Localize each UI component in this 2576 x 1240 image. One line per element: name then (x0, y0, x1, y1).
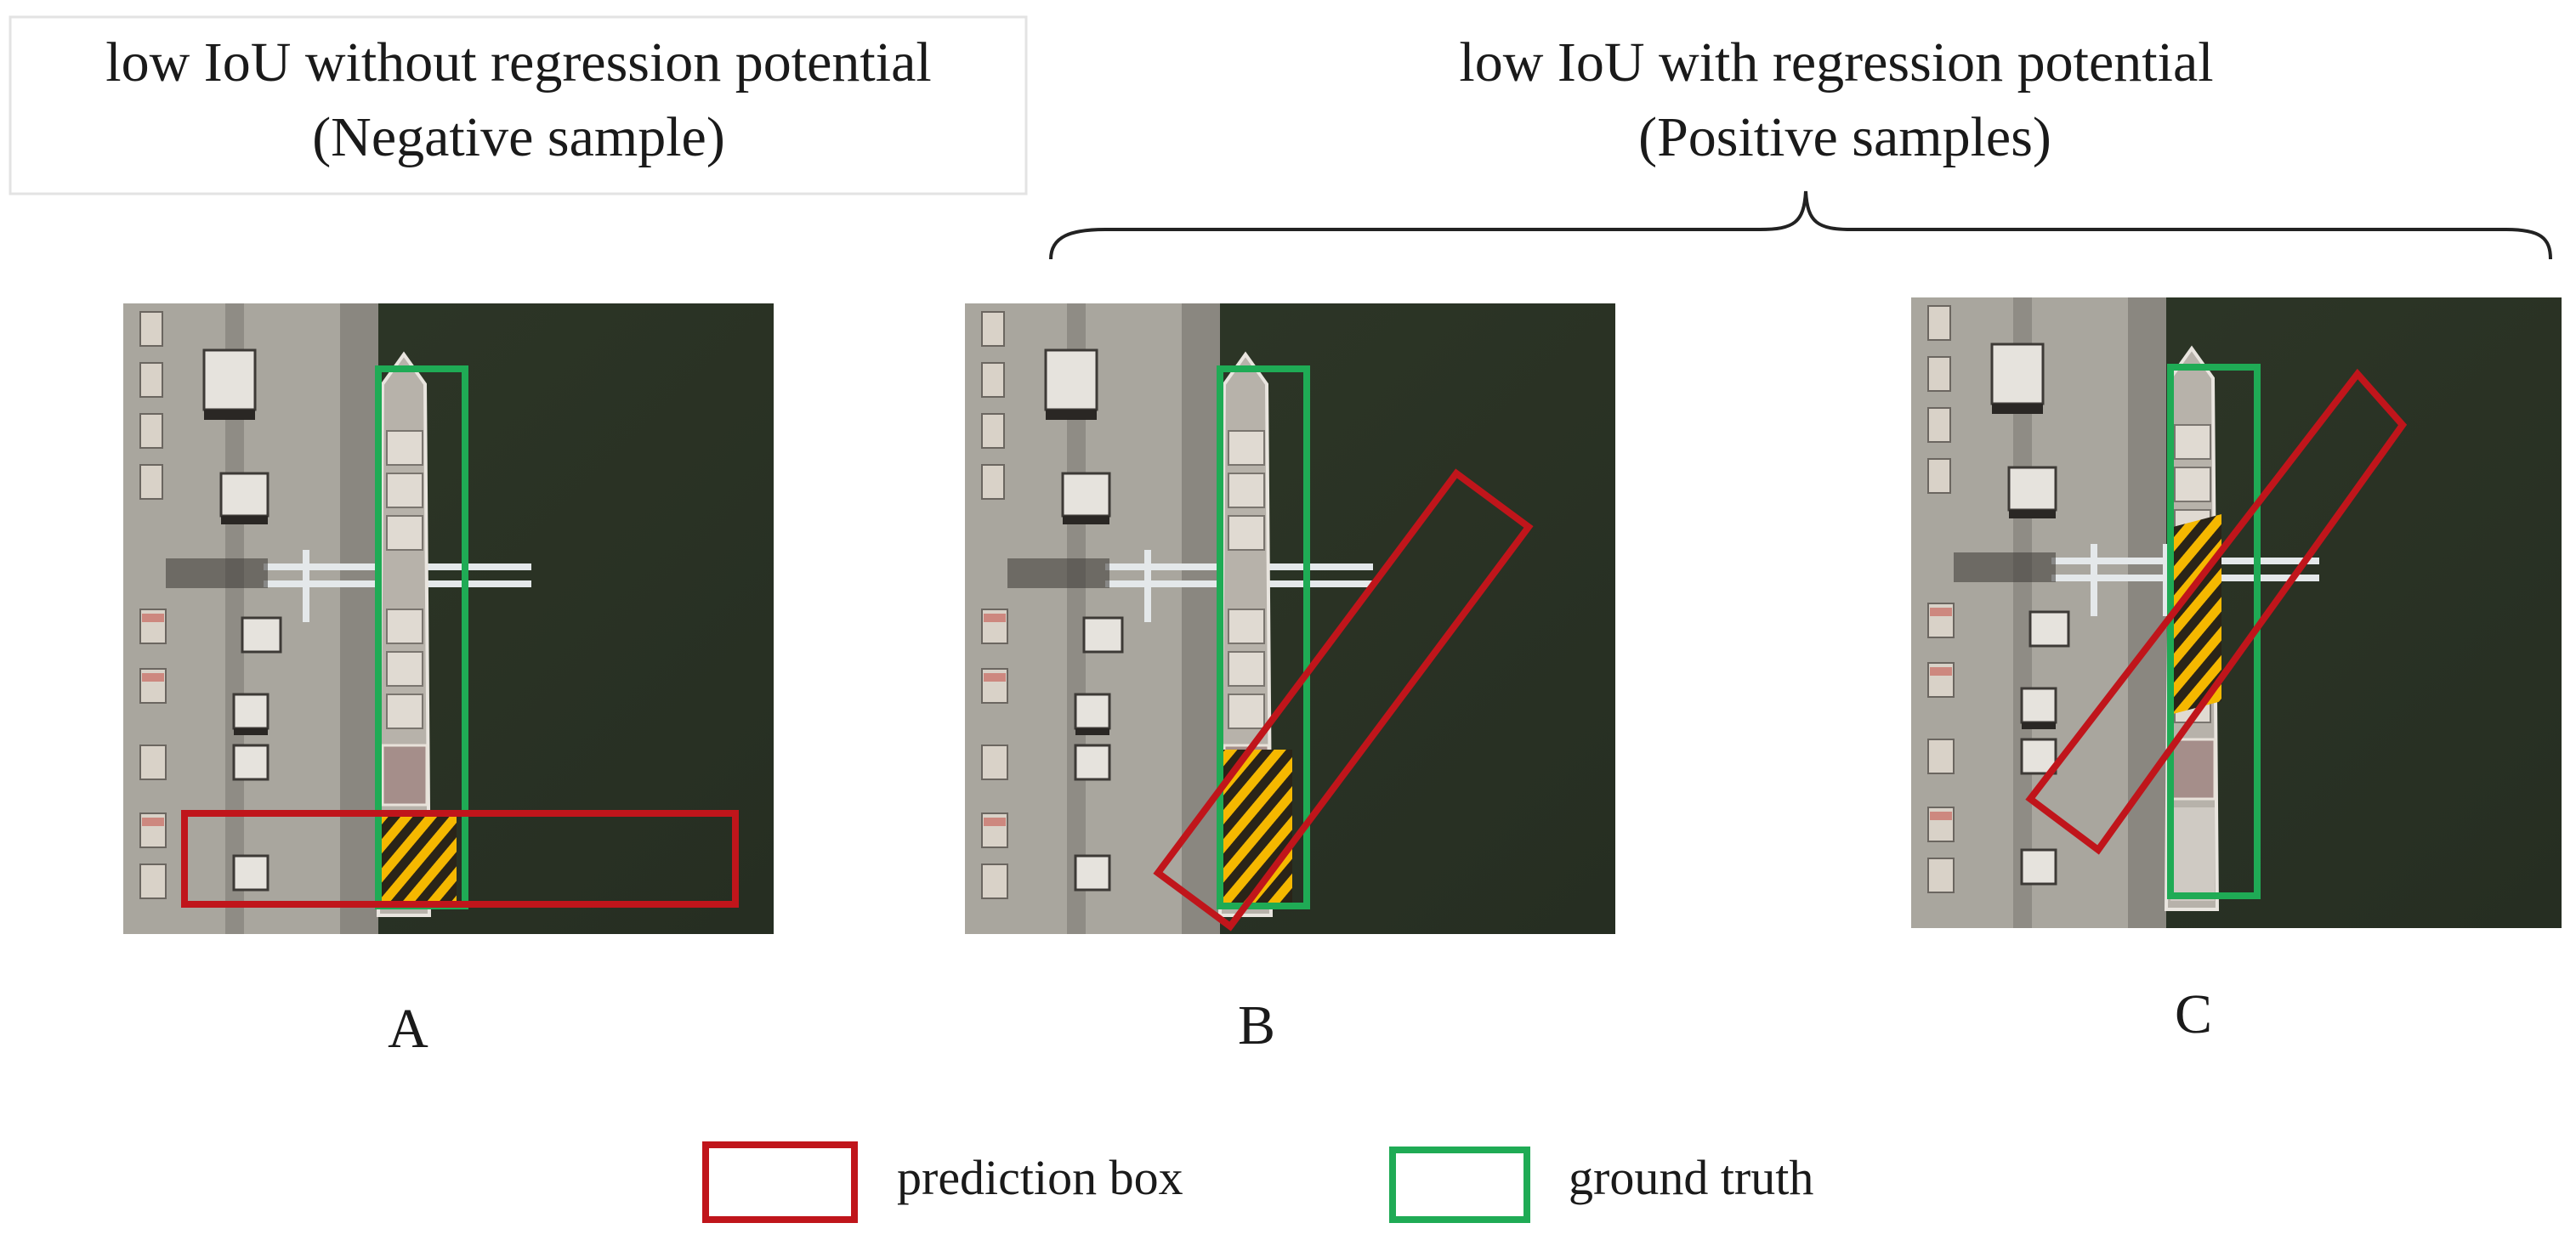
positive-caption-line1: low IoU with regression potential (1459, 31, 2213, 93)
prediction-box-b (1153, 468, 1534, 931)
negative-caption-box (9, 15, 1028, 195)
panel-c-image (1911, 297, 2562, 928)
panel-a-label: A (388, 998, 428, 1060)
legend-ground-truth-label: ground truth (1569, 1150, 1813, 1205)
negative-caption-line2: (Negative sample) (312, 106, 725, 168)
prediction-box-a (181, 810, 739, 908)
panel-b-label: B (1238, 994, 1275, 1056)
ground-truth-box-b (1217, 365, 1310, 909)
legend-ground-truth-swatch (1389, 1147, 1530, 1223)
panel-a-image (123, 303, 774, 934)
positive-group-brace (1049, 190, 2552, 260)
panel-c-label: C (2175, 983, 2212, 1045)
prediction-box-c (2025, 368, 2408, 855)
positive-caption-line2: (Positive samples) (1638, 106, 2051, 168)
legend-prediction-label: prediction box (897, 1150, 1183, 1205)
negative-caption-line1: low IoU without regression potential (105, 31, 932, 93)
overlap-hatch-a (378, 813, 457, 904)
legend-prediction-swatch (702, 1141, 858, 1223)
panel-b-image (965, 303, 1615, 934)
